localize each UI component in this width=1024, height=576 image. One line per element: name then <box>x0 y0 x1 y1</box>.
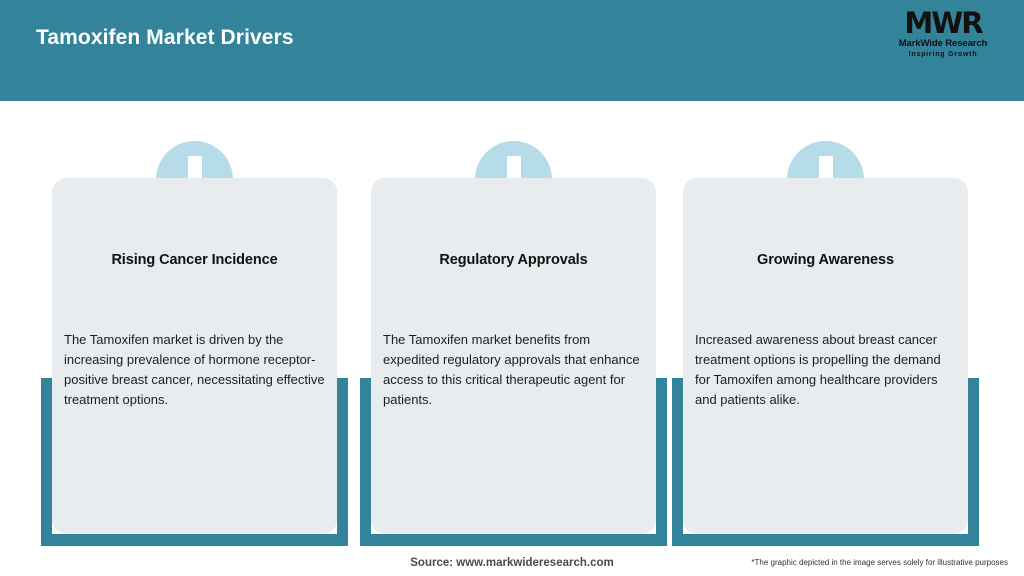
driver-card-2: Regulatory Approvals The Tamoxifen marke… <box>360 101 675 576</box>
brand-logo: MWR MarkWide Research Inspiring Growth <box>884 8 1002 64</box>
card-title: Rising Cancer Incidence <box>111 252 278 268</box>
bracket-right-bar <box>656 378 667 546</box>
card-bracket <box>360 378 667 546</box>
bracket-bottom-bar <box>41 534 348 546</box>
driver-card-1: Rising Cancer Incidence The Tamoxifen ma… <box>41 101 356 576</box>
bracket-bottom-bar <box>672 534 979 546</box>
source-label: Source: www.markwideresearch.com <box>410 557 614 569</box>
header-bar: Tamoxifen Market Drivers MWR MarkWide Re… <box>0 0 1024 101</box>
card-bracket <box>672 378 979 546</box>
logo-tagline: Inspiring Growth <box>908 51 978 58</box>
driver-cards-container: Rising Cancer Incidence The Tamoxifen ma… <box>0 101 1024 576</box>
driver-card-3: Growing Awareness Increased awareness ab… <box>672 101 987 576</box>
page-title: Tamoxifen Market Drivers <box>36 26 294 49</box>
card-body-text: Increased awareness about breast cancer … <box>695 332 941 407</box>
bracket-left-bar <box>672 378 683 546</box>
bracket-right-bar <box>337 378 348 546</box>
card-body-text: The Tamoxifen market is driven by the in… <box>64 332 325 407</box>
bracket-left-bar <box>41 378 52 546</box>
card-bracket <box>41 378 348 546</box>
disclaimer-note: *The graphic depicted in the image serve… <box>751 558 1008 567</box>
logo-monogram: MWR <box>904 6 983 40</box>
bracket-right-bar <box>968 378 979 546</box>
card-panel: Growing Awareness Increased awareness ab… <box>683 178 968 534</box>
card-title: Regulatory Approvals <box>439 252 588 268</box>
logo-company-name: MarkWide Research <box>898 38 988 49</box>
bracket-left-bar <box>360 378 371 546</box>
bracket-bottom-bar <box>360 534 667 546</box>
card-title: Growing Awareness <box>757 252 894 268</box>
card-body-text: The Tamoxifen market benefits from exped… <box>383 332 640 407</box>
card-panel: Regulatory Approvals The Tamoxifen marke… <box>371 178 656 534</box>
card-panel: Rising Cancer Incidence The Tamoxifen ma… <box>52 178 337 534</box>
